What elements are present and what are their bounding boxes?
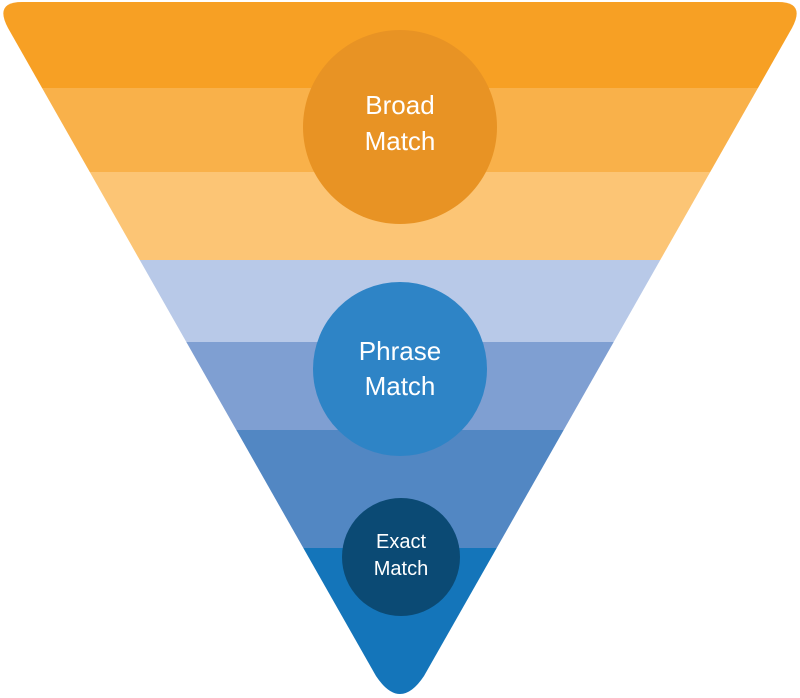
exact-match-label-line2: Match	[374, 558, 428, 580]
exact-match-node: Exact Match	[342, 498, 460, 616]
exact-match-label-line1: Exact	[376, 531, 426, 553]
broad-match-label-line1: Broad	[365, 90, 434, 120]
phrase-match-label-line2: Match	[365, 371, 436, 401]
phrase-match-circle	[313, 282, 487, 456]
exact-match-circle	[342, 498, 460, 616]
broad-match-node: Broad Match	[303, 30, 497, 224]
broad-match-circle	[303, 30, 497, 224]
phrase-match-node: Phrase Match	[313, 282, 487, 456]
phrase-match-label-line1: Phrase	[359, 336, 441, 366]
broad-match-label-line2: Match	[365, 126, 436, 156]
